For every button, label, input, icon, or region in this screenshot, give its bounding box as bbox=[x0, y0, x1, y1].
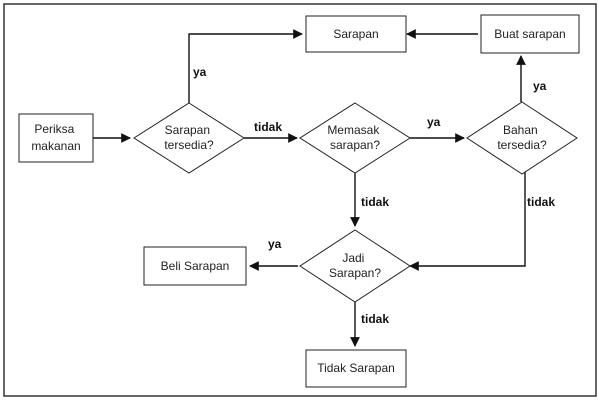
decision-bahan-tersedia: Bahan tersedia? bbox=[466, 101, 578, 175]
decision-bahan-tersedia-text: Bahan tersedia? bbox=[497, 123, 547, 152]
label-ya-jadi: ya bbox=[268, 237, 282, 251]
label-tidak-sarapan-tersedia: tidak bbox=[254, 120, 282, 134]
node-beli-sarapan-text: Beli Sarapan bbox=[161, 259, 230, 273]
label-ya-bahan: ya bbox=[533, 79, 547, 93]
label-tidak-jadi: tidak bbox=[361, 312, 389, 326]
decision-memasak-sarapan-text: Memasak sarapan? bbox=[327, 123, 382, 152]
node-periksa-makanan: Periksa makanan bbox=[18, 113, 94, 163]
label-ya-sarapan-tersedia: ya bbox=[193, 65, 207, 79]
decision-memasak-line-1: Memasak bbox=[327, 123, 380, 137]
decision-jadi-sarapan-text: Jadi Sarapan? bbox=[329, 251, 381, 280]
node-periksa-line-2: makanan bbox=[31, 139, 80, 153]
node-sarapan-text: Sarapan bbox=[333, 27, 378, 41]
label-tidak-memasak: tidak bbox=[361, 195, 389, 209]
node-periksa-makanan-text: Periksa makanan bbox=[31, 122, 80, 153]
decision-sarapan-tersedia-line-1: Sarapan bbox=[165, 123, 210, 137]
decision-sarapan-tersedia: Sarapan tersedia? bbox=[133, 102, 245, 174]
decision-bahan-line-1: Bahan bbox=[503, 123, 538, 137]
edge-sarapan-tersedia-ya bbox=[188, 29, 303, 104]
decision-memasak-sarapan: Memasak sarapan? bbox=[299, 102, 411, 174]
label-tidak-bahan: tidak bbox=[527, 195, 555, 209]
node-buat-sarapan: Buat sarapan bbox=[480, 14, 580, 54]
decision-sarapan-tersedia-text: Sarapan tersedia? bbox=[164, 123, 214, 152]
node-sarapan: Sarapan bbox=[305, 15, 407, 53]
decision-jadi-line-1: Jadi bbox=[342, 251, 364, 265]
node-tidak-sarapan-text: Tidak Sarapan bbox=[317, 361, 395, 375]
diagram-border bbox=[3, 3, 597, 397]
node-buat-sarapan-text: Buat sarapan bbox=[494, 27, 565, 41]
node-periksa-line-1: Periksa bbox=[34, 122, 74, 136]
label-ya-memasak: ya bbox=[427, 115, 441, 129]
decision-bahan-line-2: tersedia? bbox=[497, 138, 547, 152]
decision-jadi-sarapan: Jadi Sarapan? bbox=[299, 229, 411, 303]
node-beli-sarapan: Beli Sarapan bbox=[143, 246, 247, 286]
decision-sarapan-tersedia-line-2: tersedia? bbox=[164, 138, 214, 152]
edge-bahan-tidak bbox=[409, 172, 526, 271]
decision-jadi-line-2: Sarapan? bbox=[329, 266, 381, 280]
node-tidak-sarapan: Tidak Sarapan bbox=[305, 349, 407, 388]
decision-memasak-line-2: sarapan? bbox=[330, 138, 380, 152]
